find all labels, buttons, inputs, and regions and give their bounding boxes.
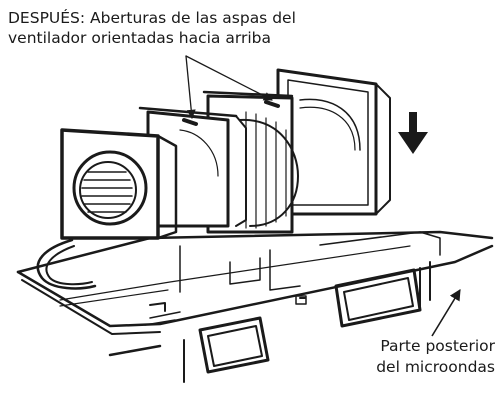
caption-leader-lines	[185, 55, 273, 119]
front-fan-housing	[60, 128, 178, 240]
down-arrow-icon	[398, 112, 428, 154]
wire-harness	[36, 238, 97, 290]
rear-caption: Parte posterior del microondas	[376, 336, 495, 378]
blade-opening-marks	[182, 100, 280, 126]
rear-caption-line-1: Parte posterior	[380, 337, 495, 355]
after-caption: DESPUÉS: Aberturas de las aspas del vent…	[8, 8, 296, 48]
microwave-chassis	[16, 230, 494, 383]
after-caption-line-2: ventilador orientadas hacia arriba	[8, 29, 271, 47]
rear-fan-housing	[276, 68, 391, 216]
after-caption-line-1: DESPUÉS: Aberturas de las aspas del	[8, 9, 296, 27]
rear-caption-line-2: del microondas	[376, 358, 495, 376]
rear-vent-openings	[198, 268, 422, 374]
leader-arrow-icon	[431, 289, 461, 337]
